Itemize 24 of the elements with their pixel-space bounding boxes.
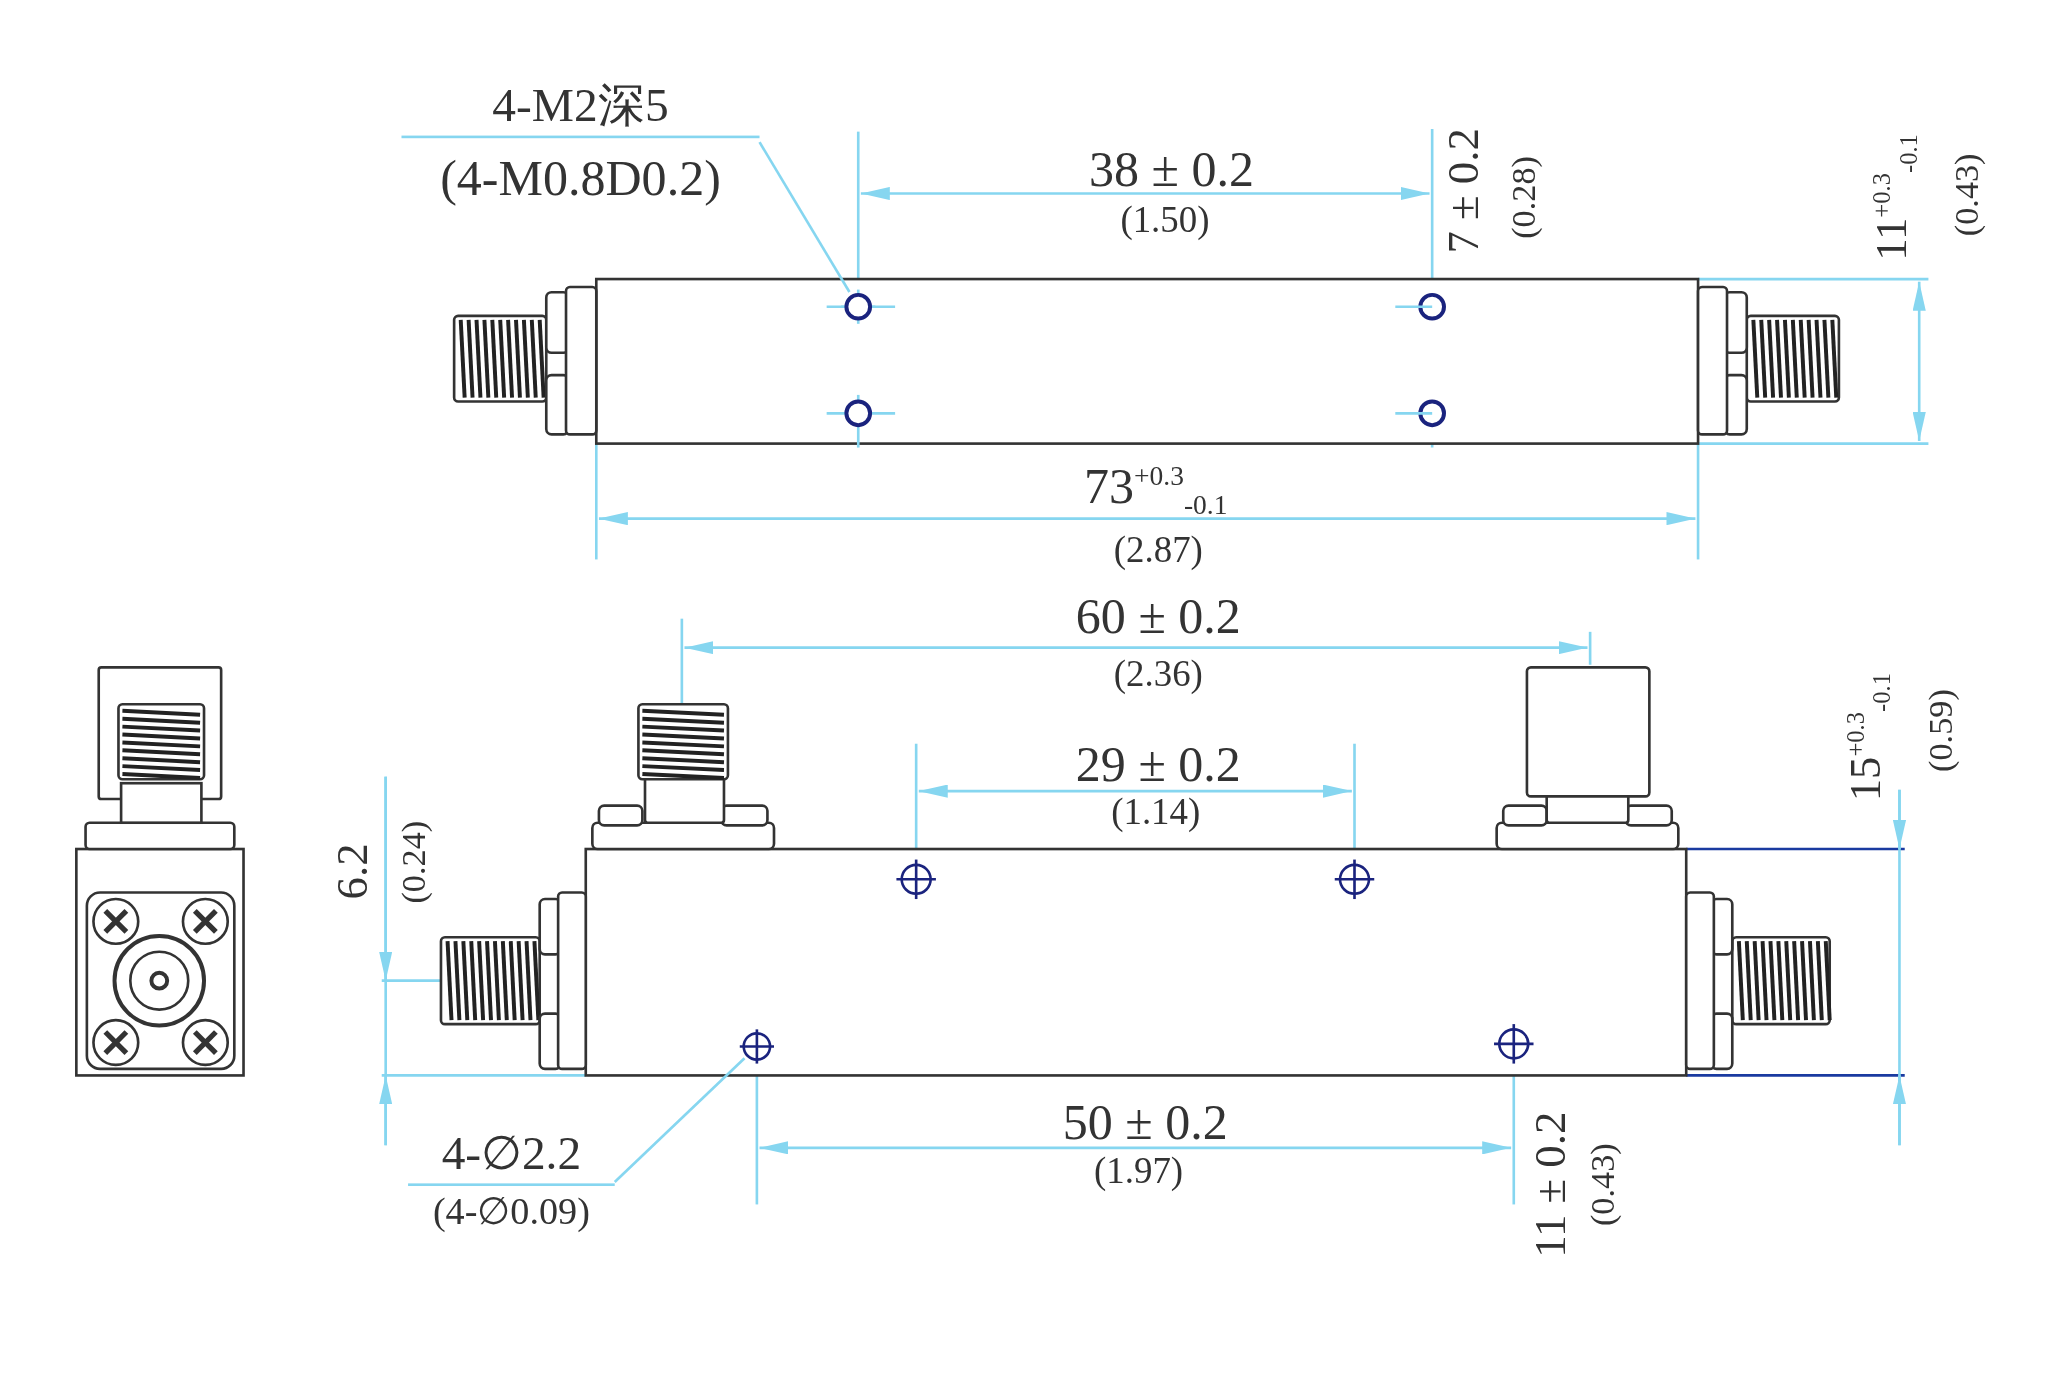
dimension-text: (0.43) — [1586, 1143, 1621, 1227]
dimension-text: (1.14) — [1111, 793, 1201, 831]
dimension-text: 50 ± 0.2 — [1062, 1096, 1228, 1147]
leader-line — [758, 141, 851, 293]
dimension-text: 6.2 — [330, 843, 376, 900]
dimension-text: (1.50) — [1120, 201, 1210, 239]
leader-line — [613, 1057, 746, 1183]
mounting-hole — [739, 1029, 774, 1064]
callout-text: (4-∅0.09) — [431, 1192, 591, 1231]
callout-text: 4-∅2.2 — [408, 1129, 615, 1186]
dimension-text: 60 ± 0.2 — [1075, 591, 1241, 642]
dimension-text: 7 ± 0.2 — [1441, 128, 1487, 254]
dimension-text: (0.43) — [1950, 153, 1985, 237]
dimension-text: 11 ± 0.2 — [1528, 1111, 1573, 1258]
dimension-text: (0.28) — [1507, 156, 1542, 239]
dimension-text: 38 ± 0.2 — [1089, 143, 1255, 194]
mounting-hole — [841, 289, 876, 324]
callout-text: 4-M2深5 — [401, 81, 760, 139]
dimension-text: (0.59) — [1924, 689, 1959, 772]
dimension-text: (2.36) — [1113, 655, 1203, 693]
dimension-text: (2.87) — [1113, 531, 1203, 569]
dimension-text: (0.24) — [397, 820, 432, 904]
dimension-text: 29 ± 0.2 — [1075, 738, 1241, 789]
dimension-text: (1.97) — [1094, 1153, 1184, 1190]
